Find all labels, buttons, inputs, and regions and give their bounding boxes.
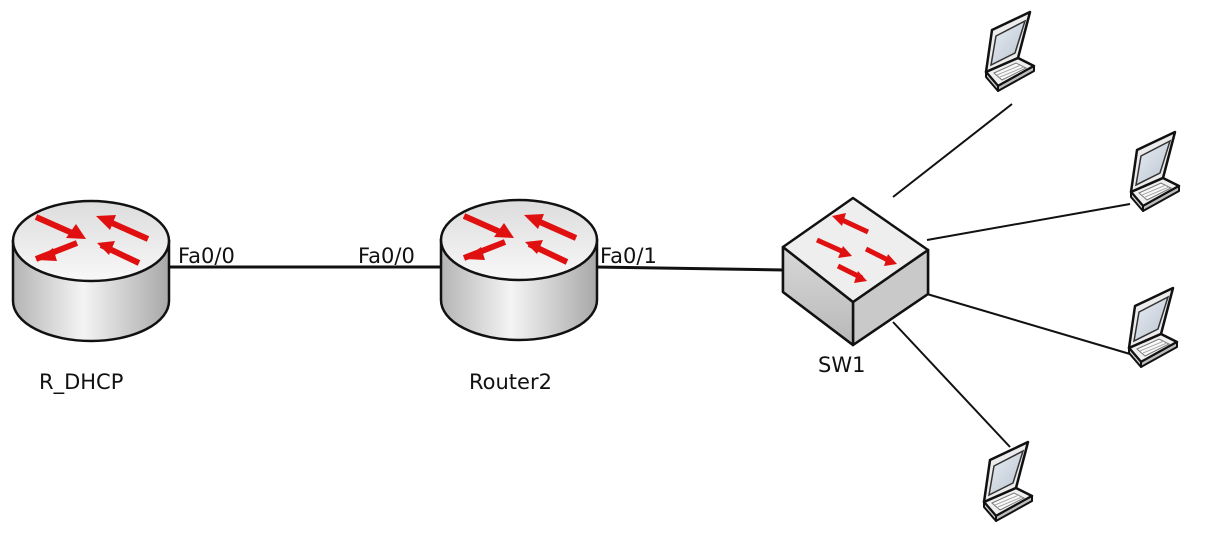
port-label-router2-fa0-1: Fa0/1 [600, 244, 657, 268]
link-sw1-laptop-1 [892, 103, 1013, 198]
device-label-r-dhcp: R_DHCP [39, 370, 124, 394]
link-sw1-laptop-2 [926, 203, 1131, 241]
link-sw1-laptop-3 [926, 293, 1131, 355]
device-label-router2: Router2 [469, 370, 552, 394]
device-label-sw1: SW1 [818, 353, 866, 377]
link-sw1-laptop-4 [892, 321, 1011, 448]
link-router2-sw1 [593, 265, 785, 272]
router-icon[interactable] [13, 201, 169, 341]
router-icon[interactable] [441, 200, 597, 340]
laptop-icon[interactable] [1129, 130, 1181, 213]
laptop-icon[interactable] [984, 10, 1036, 93]
port-label-r-dhcp-fa0-0: Fa0/0 [178, 244, 235, 268]
switch-icon[interactable] [781, 196, 930, 347]
laptop-icon[interactable] [1127, 286, 1179, 369]
port-label-router2-fa0-0: Fa0/0 [358, 244, 415, 268]
laptop-icon[interactable] [982, 440, 1034, 523]
